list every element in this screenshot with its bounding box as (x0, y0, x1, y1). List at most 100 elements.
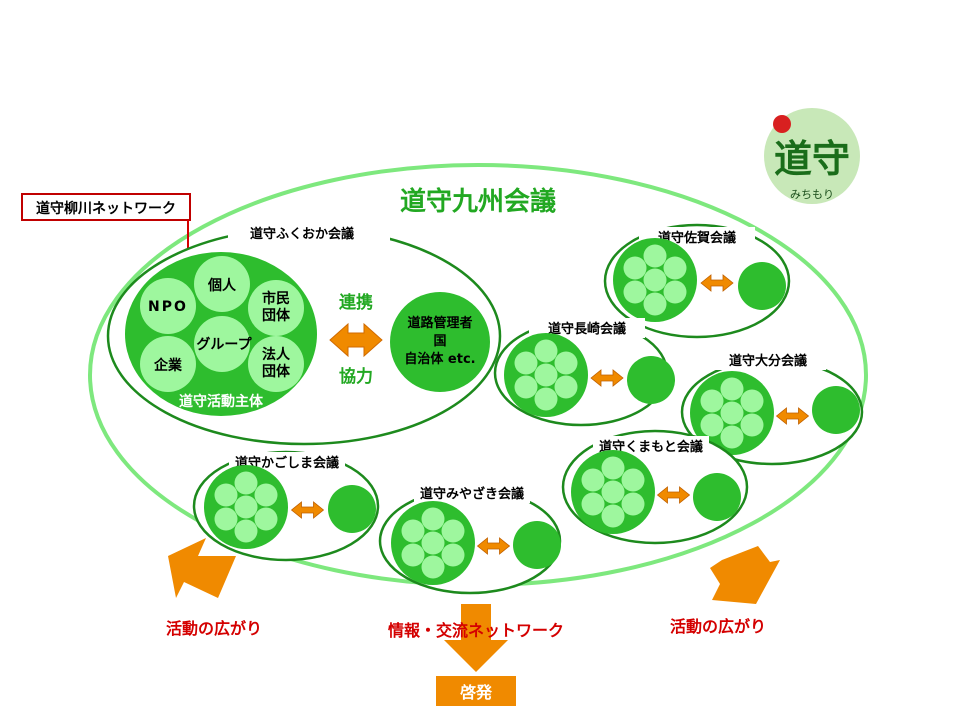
member-circle-1 (194, 256, 250, 312)
fukuoka-label-bg (228, 222, 390, 244)
council-member-dot (514, 351, 538, 375)
council-member-dot (601, 504, 625, 528)
council-kagoshima: 道守かごしま会議 (192, 450, 380, 562)
outcome-right-label: 活動の広がり (670, 617, 766, 636)
council-member-dot (643, 244, 667, 268)
council-member-dot (534, 387, 558, 411)
council-label-bg (414, 483, 530, 503)
council-member-dot (623, 280, 647, 304)
council-member-dot (643, 268, 667, 292)
kyushu-title: 道守九州会議 (400, 186, 556, 217)
council-double-arrow (656, 486, 691, 504)
council-label-bg (710, 350, 826, 370)
member-circle-4 (194, 316, 250, 372)
council-member-dot (534, 339, 558, 363)
council-member-dot (581, 492, 605, 516)
member-label-corporation-group: 法人団体 (262, 346, 291, 380)
council-partner-circle (738, 262, 786, 310)
fukuoka-name: 道守ふくおか会議 (250, 226, 354, 242)
council-double-arrow (775, 407, 810, 425)
council-double-arrow (476, 537, 511, 555)
council-member-dot (601, 480, 625, 504)
council-member-dot (621, 492, 645, 516)
outcome-center-label: 情報・交流ネットワーク (388, 621, 564, 640)
partner-line-2: 国 (433, 334, 446, 349)
council-oita: 道守大分会議 (680, 350, 864, 466)
outcome-arrow-right (710, 546, 780, 604)
council-member-dot (421, 531, 445, 555)
member-label-individual: 個人 (207, 277, 237, 294)
member-circle-5 (140, 336, 196, 392)
logo-kanji: 道守 (774, 137, 850, 181)
outcome-arrow-center (444, 604, 508, 672)
council-member-dot (621, 468, 645, 492)
partner-circle (390, 292, 490, 392)
council-member-dot (534, 363, 558, 387)
council-member-dot (234, 495, 258, 519)
logo-red-dot (773, 115, 791, 133)
council-member-dot (421, 507, 445, 531)
council-partner-circle (328, 485, 376, 533)
council-member-dot (421, 555, 445, 579)
council-partner-circle (812, 386, 860, 434)
council-name: 道守佐賀会議 (658, 230, 736, 246)
council-member-dot (514, 375, 538, 399)
council-name: 道守長崎会議 (548, 321, 626, 337)
member-circle-6 (248, 336, 304, 392)
council-member-dot (214, 507, 238, 531)
link-top-label: 連携 (339, 292, 373, 313)
council-member-dot (234, 519, 258, 543)
council-name: 道守くまもと会議 (599, 439, 703, 455)
council-partner-circle (627, 356, 675, 404)
council-double-arrow (590, 369, 624, 387)
link-bottom-label: 協力 (339, 366, 373, 387)
council-member-dot (740, 389, 764, 413)
network-label: 道守柳川ネットワーク (36, 200, 176, 217)
council-miyazaki: 道守みやざき会議 (378, 483, 562, 595)
council-saga: 道守佐賀会議 (603, 223, 791, 339)
council-partner-circle (513, 521, 561, 569)
council-member-dot (234, 471, 258, 495)
council-double-arrow (290, 501, 325, 519)
council-double-arrow (700, 274, 734, 292)
council-member-dot (254, 483, 278, 507)
council-member-dot (554, 375, 578, 399)
council-member-dot (663, 280, 687, 304)
member-label-group: グループ (196, 336, 252, 353)
council-member-dot (254, 507, 278, 531)
council-member-dot (740, 413, 764, 437)
council-member-dot (643, 292, 667, 316)
council-name: 道守みやざき会議 (420, 486, 524, 502)
council-member-dot (401, 543, 425, 567)
council-member-dot (700, 413, 724, 437)
partner-line-3: 自治体 etc. (404, 351, 475, 367)
member-circle-2 (140, 278, 196, 334)
member-label-npo: NPO (148, 299, 188, 315)
network-label-box (21, 193, 191, 221)
council-kumamoto: 道守くまもと会議 (561, 429, 749, 545)
member-circle-3 (248, 280, 304, 336)
council-name: 道守かごしま会議 (235, 455, 339, 471)
michimori-logo: 道守 みちもり (764, 108, 860, 204)
council-member-dot (601, 456, 625, 480)
council-member-dot (623, 256, 647, 280)
logo-caption: みちもり (790, 188, 834, 201)
member-label-citizen-group: 市民団体 (262, 290, 291, 324)
enlightenment-label: 啓発 (460, 683, 493, 702)
enlightenment-box (436, 676, 516, 706)
council-member-dot (720, 377, 744, 401)
council-name: 道守大分会議 (729, 353, 807, 369)
council-member-dot (441, 519, 465, 543)
council-member-dot (663, 256, 687, 280)
council-label-bg (529, 318, 645, 338)
council-nagasaki: 道守長崎会議 (493, 318, 675, 427)
council-member-dot (720, 401, 744, 425)
partner-line-1: 道路管理者 (407, 315, 472, 331)
council-partner-circle (693, 473, 741, 521)
member-label-company: 企業 (153, 357, 183, 374)
council-member-dot (554, 351, 578, 375)
council-member-dot (401, 519, 425, 543)
link-double-arrow (329, 322, 383, 358)
